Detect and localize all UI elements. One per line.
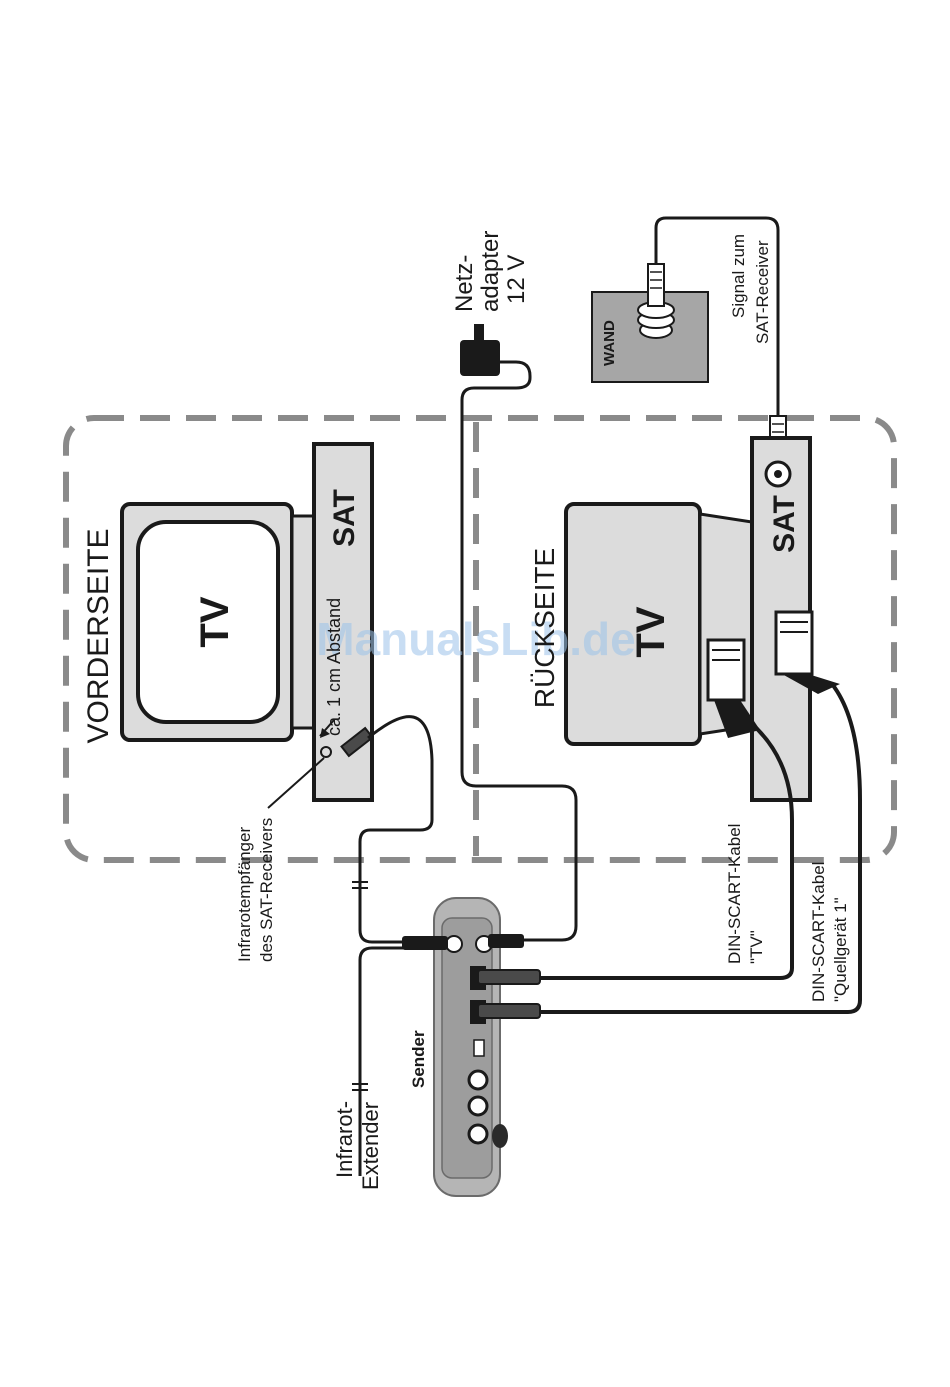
din-plug-tv — [478, 970, 540, 984]
label-infrarot-ext-1: Infrarot- — [332, 1101, 357, 1178]
power-adapter — [460, 324, 500, 376]
label-netzadapter-3: 12 V — [503, 255, 530, 304]
label-tv-back: TV — [629, 606, 673, 657]
label-rueckseite: RÜCKSEITE — [529, 548, 560, 708]
sat-coax-socket-pin — [774, 470, 782, 478]
power-plug — [488, 934, 524, 948]
label-sat-back: SAT — [768, 495, 801, 553]
label-din-scart-tv-1: DIN-SCART-Kabel — [725, 824, 744, 964]
label-signal-2: SAT-Receiver — [753, 240, 772, 344]
ir-plug — [402, 936, 448, 950]
label-abstand: ca. 1 cm Abstand — [324, 598, 344, 736]
label-netzadapter-1: Netz- — [451, 255, 478, 312]
label-sender: Sender — [409, 1030, 428, 1088]
label-tv-front: TV — [193, 596, 237, 647]
label-sat-front: SAT — [328, 489, 361, 547]
label-signal-1: Signal zum — [729, 234, 748, 318]
label-infrarot-empfaenger-2: des SAT-Receivers — [257, 818, 276, 962]
label-vorderseite: VORDERSEITE — [82, 528, 115, 743]
label-netzadapter-2: adapter — [477, 231, 504, 312]
label-din-scart-q-1: DIN-SCART-Kabel — [809, 862, 828, 1002]
din-plug-source — [478, 1004, 540, 1018]
label-infrarot-ext-2: Extender — [358, 1102, 383, 1190]
label-wand: WAND — [601, 320, 618, 366]
label-infrarot-empfaenger-1: Infrarotempfänger — [235, 827, 254, 962]
label-din-scart-q-2: "Quellgerät 1" — [831, 897, 850, 1002]
watermark: ManualsLib.de — [316, 613, 635, 665]
label-din-scart-tv-2: "TV" — [747, 930, 766, 964]
